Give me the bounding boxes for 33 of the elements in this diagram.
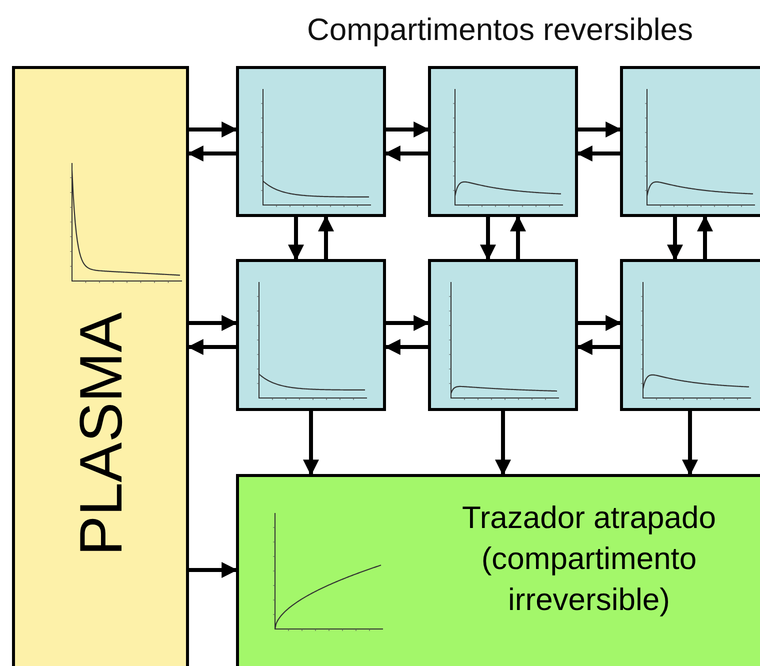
arrow [576,339,620,355]
arrow [697,215,713,259]
diagram-title: Compartimentos reversibles [306,12,694,48]
arrow [495,411,511,476]
compartment-box [428,259,578,411]
arrow [578,122,622,138]
arrow [189,122,238,138]
plasma-panel [12,66,189,666]
compartment-box [236,66,386,217]
arrow [578,315,622,331]
arrow [386,315,430,331]
arrow [189,315,238,331]
plasma-label: PLASMA [66,312,135,556]
compartment-box [620,259,760,411]
arrow [303,411,319,476]
arrow [384,146,428,162]
arrow [187,339,236,355]
arrow [384,339,428,355]
compartment-label: Trazador atrapado (compartimento irreversible) [461,499,717,620]
arrow [576,146,620,162]
trapped-compartment-box [236,474,760,666]
arrow [189,562,238,578]
compartment-box [428,66,578,217]
arrow [480,217,496,261]
arrow [318,215,334,259]
arrow [288,217,304,261]
compartment-box [620,66,760,217]
arrow [667,217,683,261]
arrow [187,146,236,162]
arrow [386,122,430,138]
compartment-box [236,259,386,411]
arrow [510,215,526,259]
arrow [682,411,698,476]
